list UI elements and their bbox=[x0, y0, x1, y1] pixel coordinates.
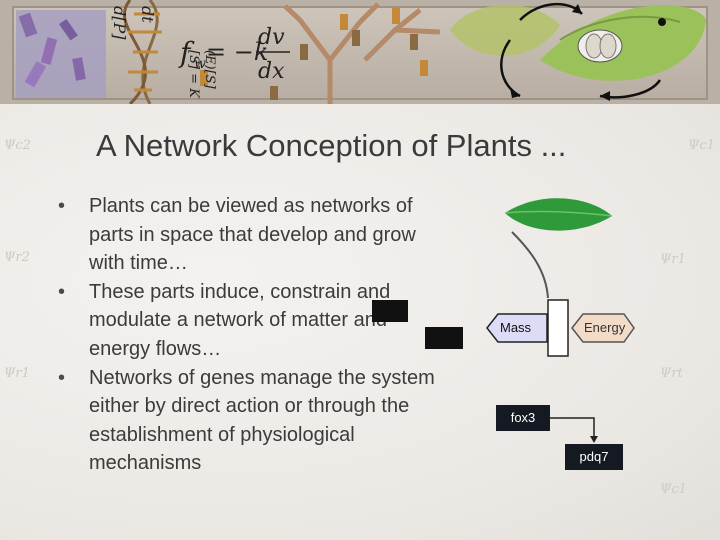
background-symbol: Ψc1 bbox=[688, 138, 715, 153]
equation-denominator: dx bbox=[258, 59, 285, 84]
equation-left-bottom: [S] = K bbox=[186, 50, 201, 99]
mass-label: Mass bbox=[500, 320, 532, 335]
leaf-cycle-illustration bbox=[450, 2, 706, 101]
branch-network-illustration bbox=[283, 2, 441, 104]
background-symbol: Ψr2 bbox=[4, 250, 30, 265]
bullet-list: Plants can be viewed as networks of part… bbox=[58, 192, 438, 478]
slide-title: A Network Conception of Plants ... bbox=[96, 128, 567, 163]
banner-illustration: f w = −k dv dx d[P] dt [S] = K (E)[S] bbox=[16, 0, 706, 104]
equation-left-top: d[P] bbox=[110, 6, 129, 40]
equation-numerator: dv bbox=[258, 25, 285, 50]
header-banner: f w = −k dv dx d[P] dt [S] = K (E)[S] bbox=[0, 0, 720, 104]
gene-box-pdq7: pdq7 bbox=[565, 444, 623, 470]
leaf-icon bbox=[504, 198, 613, 299]
gene-connector bbox=[550, 417, 595, 440]
gene-box-fox3: fox3 bbox=[496, 405, 550, 431]
dna-helix-illustration bbox=[122, 0, 162, 104]
mass-arrow bbox=[486, 313, 548, 343]
background-symbol: Ψr1 bbox=[660, 252, 686, 267]
bullet-item: Plants can be viewed as networks of part… bbox=[58, 192, 438, 278]
background-symbol: Ψrt bbox=[660, 366, 683, 381]
banner-equations: f w = −k dv dx d[P] dt [S] = K (E)[S] bbox=[110, 6, 290, 99]
gel-image bbox=[16, 10, 106, 98]
energy-arrow bbox=[571, 313, 635, 343]
background-symbol: Ψc1 bbox=[660, 482, 687, 497]
bullet-item: Networks of genes manage the system eith… bbox=[58, 364, 438, 478]
equation-sub: w bbox=[194, 56, 206, 72]
black-block bbox=[425, 327, 463, 349]
bullet-item: These parts induce, constrain and modula… bbox=[58, 278, 438, 364]
stem-box bbox=[547, 299, 569, 357]
equation-left-mid: dt bbox=[138, 6, 157, 23]
equation-left-extra: (E)[S] bbox=[202, 50, 217, 90]
connector-arrowhead bbox=[590, 436, 598, 443]
background-symbol: Ψr1 bbox=[4, 366, 30, 381]
gene-blocks-illustration bbox=[200, 8, 428, 100]
black-block bbox=[372, 300, 408, 322]
background-symbol: Ψc2 bbox=[4, 138, 31, 153]
energy-label: Energy bbox=[584, 320, 626, 335]
